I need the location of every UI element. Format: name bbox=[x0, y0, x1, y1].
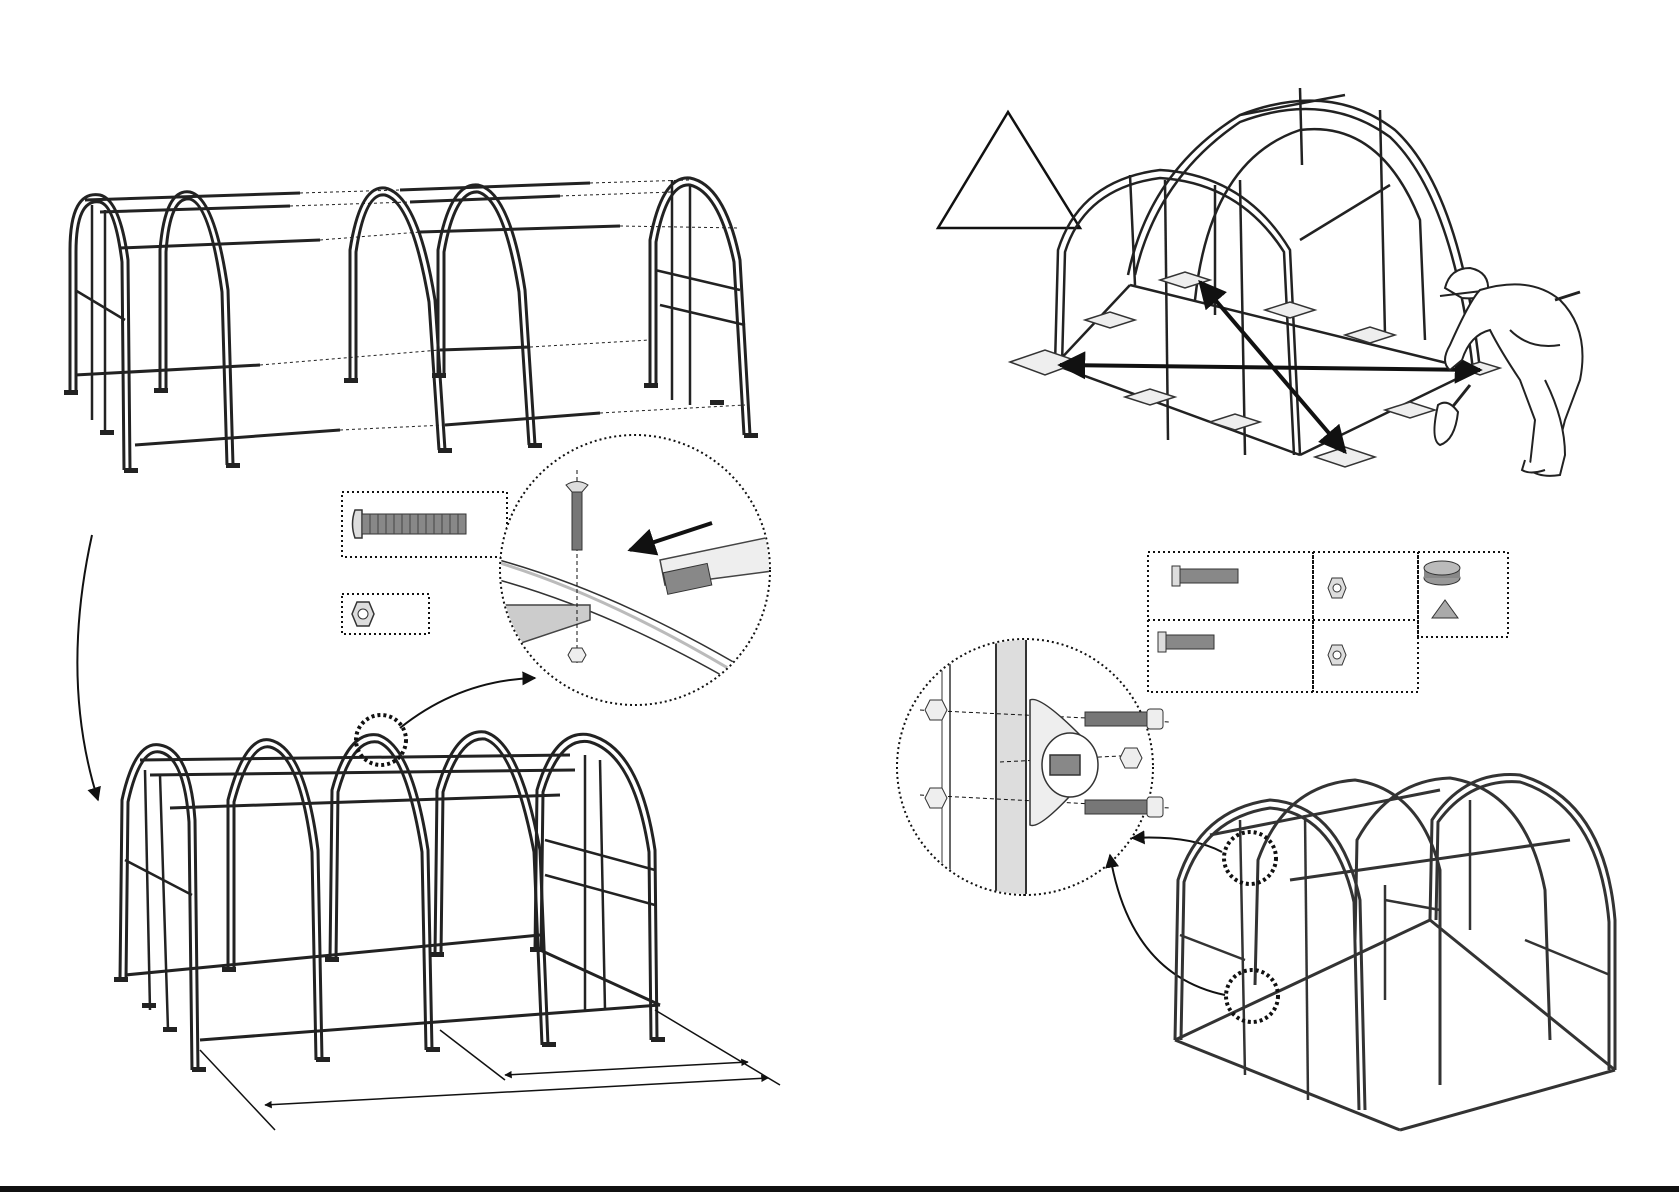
square-check-with-gardener bbox=[938, 88, 1583, 476]
purlin-tubes-assembled bbox=[125, 755, 660, 1040]
arch-tubes bbox=[70, 178, 750, 470]
short-bolt-icon bbox=[1158, 632, 1214, 652]
parts-box-hex-nut bbox=[342, 594, 429, 634]
assembled-long-frame bbox=[114, 732, 665, 1072]
bolt-detail-callout bbox=[480, 435, 780, 710]
parts-box-carriage-bolt bbox=[342, 492, 507, 557]
step-arrow-down bbox=[77, 535, 98, 800]
assembled-short-frame bbox=[1175, 775, 1615, 1130]
purlin-tubes bbox=[75, 183, 620, 445]
exploded-frame-assembly bbox=[64, 178, 758, 473]
end-panel-uprights bbox=[125, 755, 655, 1030]
gardener-with-shovel-icon bbox=[1434, 268, 1582, 476]
hex-nut-icon bbox=[352, 602, 374, 626]
hex-nut-icon bbox=[1328, 578, 1346, 598]
end-frame-uprights bbox=[75, 180, 745, 435]
angle-bracket-icon bbox=[1432, 600, 1458, 618]
long-bolt-icon bbox=[1172, 566, 1238, 586]
dimension-lines bbox=[200, 1010, 780, 1130]
nut-in-callout-icon bbox=[568, 648, 586, 662]
warning-triangle-icon bbox=[938, 112, 1080, 228]
page-bottom-rule bbox=[0, 1186, 1679, 1192]
hex-nut-icon bbox=[1328, 645, 1346, 665]
diagonal-measure-arrows bbox=[1060, 282, 1480, 452]
callout-pointer-arrow bbox=[400, 678, 535, 728]
base-anchor-detail bbox=[897, 600, 1170, 900]
parts-table-anchor bbox=[1148, 552, 1508, 692]
carriage-bolt-icon bbox=[353, 510, 467, 538]
spacer-disc-icon bbox=[1424, 561, 1460, 585]
callout-pointer-arrow-lower bbox=[1110, 855, 1225, 995]
